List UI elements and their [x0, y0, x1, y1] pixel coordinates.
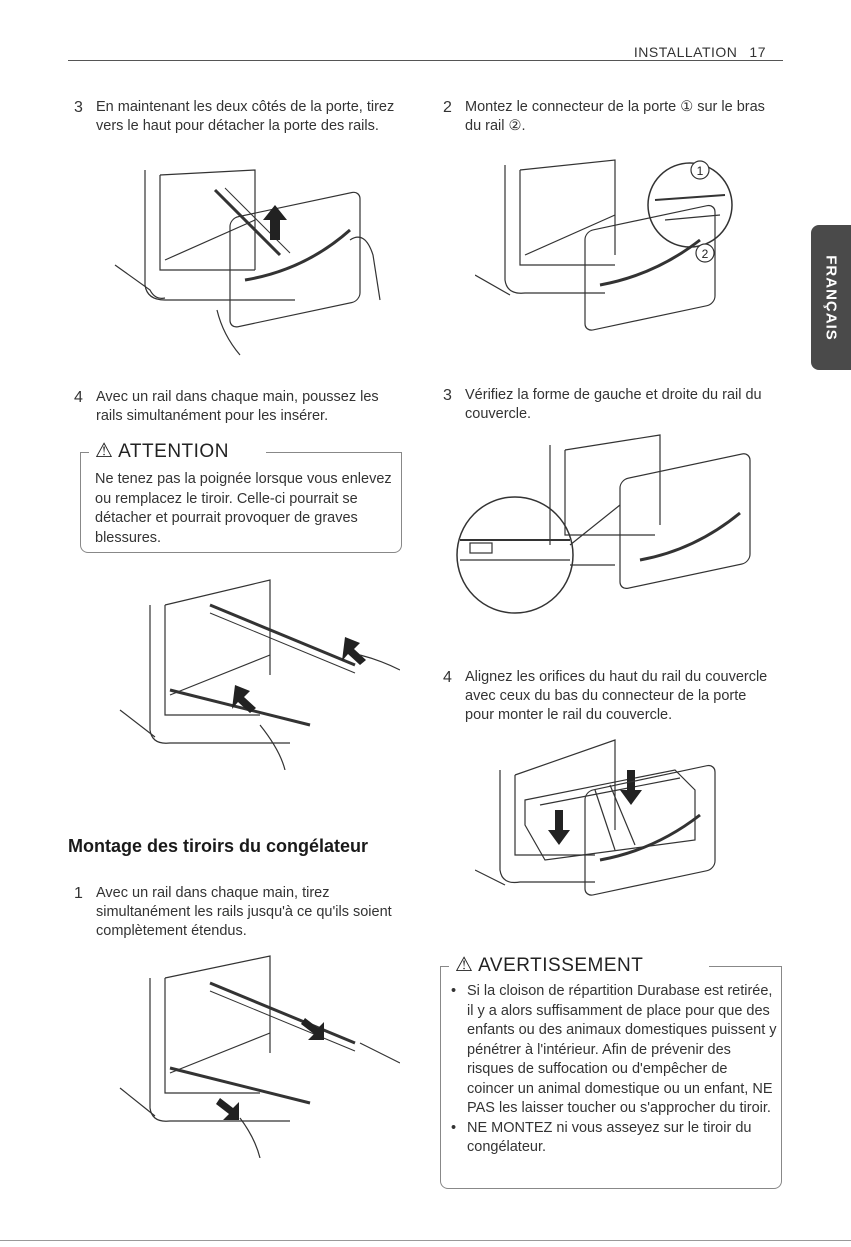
language-tab: FRANÇAIS	[811, 225, 851, 370]
attention-box: ⚠ ATTENTION Ne tenez pas la poignée lors…	[80, 438, 402, 553]
warning-box: ⚠ AVERTISSEMENT Si la cloison de réparti…	[440, 952, 782, 1189]
step-text: Vérifiez la forme de gauche et droite du…	[465, 387, 762, 422]
right-step-4: 4 Alignez les orifices du haut du rail d…	[443, 668, 770, 725]
warning-label: AVERTISSEMENT	[478, 955, 644, 976]
illustration-mount-cover-rail	[475, 739, 716, 896]
warning-triangle-icon: ⚠	[95, 440, 114, 462]
step-text: Montez le connecteur de la porte ① sur l…	[465, 99, 765, 134]
callout-2-label: 2	[702, 247, 709, 261]
left-step-4: 4 Avec un rail dans chaque main, poussez…	[74, 388, 396, 426]
illustration-door-connector: 1 2	[475, 159, 733, 331]
right-step-3: 3 Vérifiez la forme de gauche et droite …	[443, 386, 770, 424]
step-number: 2	[443, 99, 452, 116]
step-number: 3	[443, 387, 452, 404]
step-number: 4	[74, 389, 83, 406]
header-rule	[68, 60, 783, 61]
step-text: Avec un rail dans chaque main, poussez l…	[96, 389, 379, 424]
right-step-2: 2 Montez le connecteur de la porte ① sur…	[443, 98, 770, 136]
left-step-3: 3 En maintenant les deux côtés de la por…	[74, 98, 396, 136]
box-top-line	[266, 452, 402, 453]
step-text: En maintenant les deux côtés de la porte…	[96, 99, 395, 134]
footer-rule	[0, 1240, 851, 1241]
page-number: 17	[749, 44, 766, 60]
page-header: INSTALLATION 17	[634, 44, 766, 60]
step-number: 4	[443, 669, 452, 686]
illustration-extend-rails	[119, 955, 400, 1158]
illustration-detach-door	[114, 169, 381, 356]
box-top-line	[709, 966, 782, 967]
warning-list: Si la cloison de répartition Durabase es…	[451, 982, 777, 1158]
warning-item: NE MONTEZ ni vous asseyez sur le tiroir …	[451, 1119, 777, 1158]
step-text: Avec un rail dans chaque main, tirez sim…	[96, 885, 392, 939]
illustration-insert-rails	[119, 579, 400, 770]
header-section: INSTALLATION	[633, 44, 738, 60]
attention-text: Ne tenez pas la poignée lorsque vous enl…	[95, 471, 392, 546]
illustration-cover-rail-shape	[456, 434, 751, 614]
warning-title: ⚠ AVERTISSEMENT	[449, 952, 650, 977]
step-number: 1	[74, 885, 83, 902]
section-title: Montage des tiroirs du congélateur	[68, 836, 369, 856]
box-top-line	[440, 966, 454, 967]
warning-triangle-icon: ⚠	[455, 954, 474, 976]
attention-label: ATTENTION	[118, 441, 229, 462]
step-text: Alignez les orifices du haut du rail du …	[465, 669, 768, 723]
language-tab-label: FRANÇAIS	[822, 254, 840, 341]
warning-item: Si la cloison de répartition Durabase es…	[451, 982, 777, 1119]
box-top-line	[80, 452, 94, 453]
left-step-1: 1 Avec un rail dans chaque main, tirez s…	[74, 884, 396, 941]
step-number: 3	[74, 99, 83, 116]
callout-1-label: 1	[697, 164, 704, 178]
attention-title: ⚠ ATTENTION	[89, 438, 235, 463]
